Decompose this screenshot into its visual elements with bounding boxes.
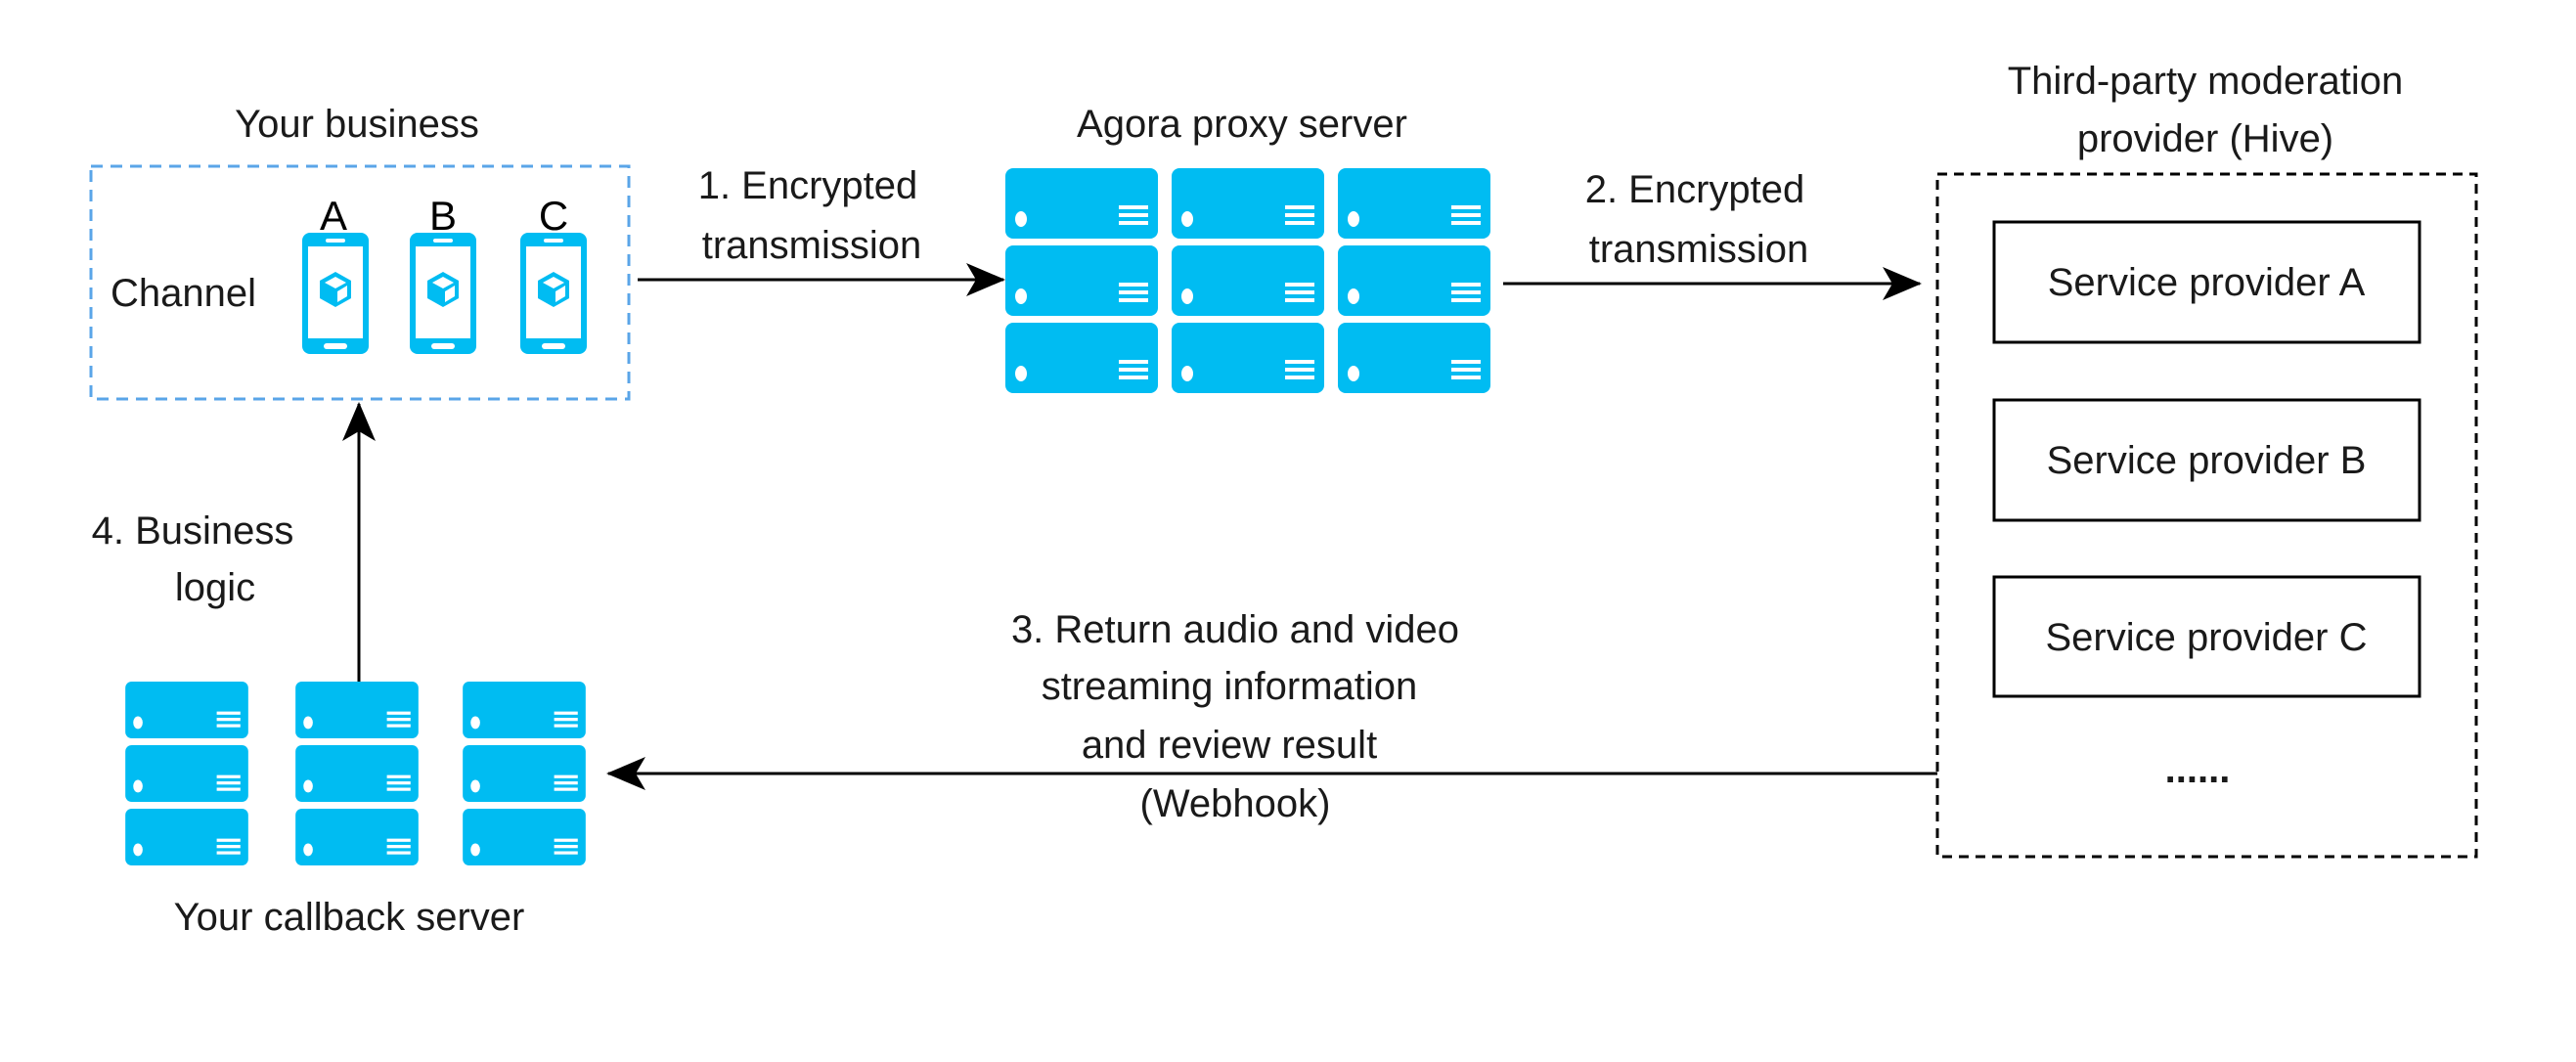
service-provider-a-box	[1992, 220, 2421, 344]
smartphone-cube-icon	[302, 233, 369, 354]
service-provider-b-box	[1992, 398, 2421, 522]
service-provider-a: Service provider A	[1992, 220, 2421, 344]
server-unit-icon	[125, 745, 248, 802]
provider-group: Third-party moderation provider (Hive) S…	[1935, 60, 2478, 859]
user-c-device: C	[520, 193, 587, 354]
user-c-label: C	[539, 193, 568, 239]
smartphone-cube-icon	[520, 233, 587, 354]
server-unit-icon	[463, 745, 586, 802]
server-unit-icon	[463, 809, 586, 865]
user-a-device: A	[302, 193, 369, 354]
server-unit-icon	[295, 745, 419, 802]
smartphone-cube-icon	[410, 233, 476, 354]
step4-arrow: 4. Business logic	[92, 402, 376, 682]
callback-group: Your callback server	[125, 682, 586, 939]
server-unit-icon	[1172, 323, 1324, 393]
user-b-label: B	[429, 193, 457, 239]
proxy-group: Agora proxy server	[1005, 103, 1490, 393]
provider-title-line2: provider (Hive)	[2077, 117, 2333, 160]
step3-arrow: 3. Return audio and video streaming info…	[606, 608, 1937, 825]
server-unit-icon	[295, 809, 419, 865]
callback-title: Your callback server	[174, 896, 525, 939]
business-group: Your business Channel A B C	[89, 103, 631, 401]
proxy-title: Agora proxy server	[1077, 103, 1407, 146]
server-unit-icon	[1338, 323, 1490, 393]
step3-label-line3: and review result	[1082, 724, 1377, 767]
service-provider-b: Service provider B	[1992, 398, 2421, 522]
proxy-server-rack	[1005, 168, 1490, 393]
server-unit-icon	[1338, 168, 1490, 239]
service-provider-a-label: Service provider A	[2048, 261, 2366, 304]
step1-label-line2: transmission	[702, 224, 922, 267]
step2-label-line2: transmission	[1589, 228, 1809, 271]
channel-label: Channel	[111, 272, 256, 315]
step4-label-line2: logic	[175, 566, 255, 609]
provider-box	[1935, 172, 2478, 859]
step3-label-line4: (Webhook)	[1140, 782, 1331, 825]
server-unit-icon	[1005, 323, 1158, 393]
server-unit-icon	[1172, 245, 1324, 316]
step1-arrow: 1. Encrypted transmission	[638, 164, 1005, 296]
service-provider-c-box	[1992, 575, 2421, 698]
service-provider-b-label: Service provider B	[2047, 439, 2367, 482]
server-unit-icon	[1338, 245, 1490, 316]
user-b-device: B	[410, 193, 476, 354]
provider-title-line1: Third-party moderation	[2008, 60, 2404, 103]
server-unit-icon	[1005, 168, 1158, 239]
step1-label-line1: 1. Encrypted	[698, 164, 918, 207]
step2-arrow: 2. Encrypted transmission	[1503, 168, 1922, 300]
user-a-label: A	[320, 193, 347, 239]
callback-server-rack	[125, 682, 586, 865]
server-unit-icon	[463, 682, 586, 738]
step2-label-line1: 2. Encrypted	[1585, 168, 1805, 211]
business-channel-box	[89, 164, 631, 401]
step3-label-line2: streaming information	[1042, 665, 1418, 708]
service-provider-c: Service provider C	[1992, 575, 2421, 698]
server-unit-icon	[1005, 245, 1158, 316]
step3-label-line1: 3. Return audio and video	[1011, 608, 1459, 651]
more-providers-ellipsis: ......	[2165, 748, 2231, 791]
step4-label-line1: 4. Business	[92, 509, 294, 553]
server-unit-icon	[125, 682, 248, 738]
server-unit-icon	[295, 682, 419, 738]
server-unit-icon	[1172, 168, 1324, 239]
business-title: Your business	[235, 103, 479, 146]
server-unit-icon	[125, 809, 248, 865]
service-provider-c-label: Service provider C	[2045, 616, 2367, 659]
